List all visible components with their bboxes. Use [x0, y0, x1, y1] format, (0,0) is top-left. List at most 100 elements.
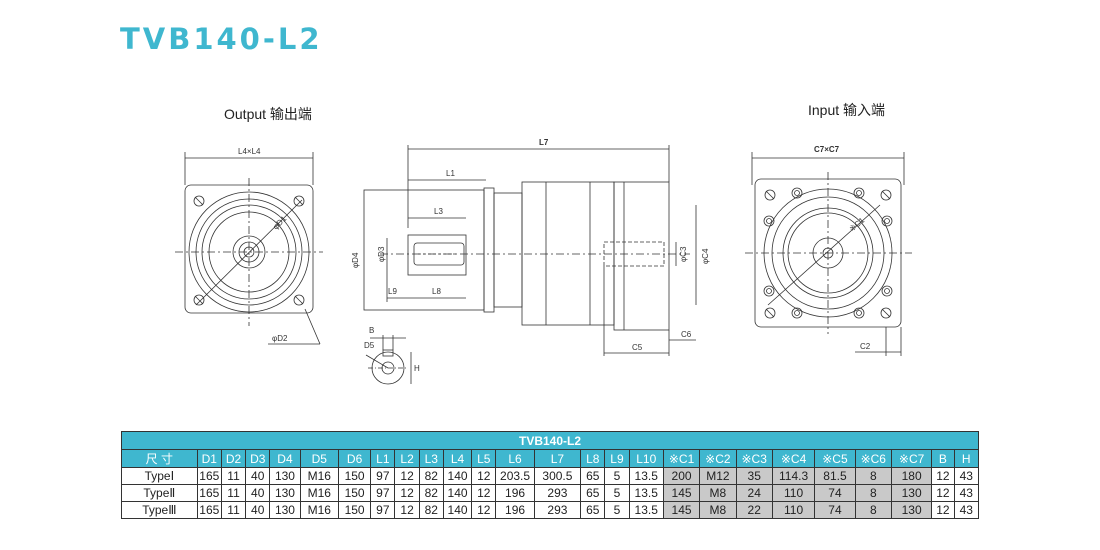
dim-l4xl4: L4×L4: [238, 147, 261, 156]
table-cell: 24: [735, 484, 773, 502]
table-cell: 11: [220, 501, 247, 519]
table-cell: 130: [890, 501, 933, 519]
table-header-cell: ※C2: [699, 449, 737, 468]
table-cell: 43: [953, 484, 980, 502]
dim-d1: φD1: [271, 214, 289, 232]
table-cell: 165: [196, 467, 222, 485]
table-cell: 13.5: [628, 501, 664, 519]
table-cell: 140: [442, 467, 473, 485]
table-cell: M12: [699, 467, 737, 485]
table-cell: 74: [814, 484, 856, 502]
table-cell: 180: [890, 467, 933, 485]
dim-c2: C2: [860, 342, 871, 351]
table-cell: 130: [269, 501, 301, 519]
table-cell: M8: [699, 501, 737, 519]
table-cell: 130: [890, 484, 933, 502]
table-header-cell: L4: [442, 449, 473, 468]
table-cell: 40: [245, 484, 271, 502]
table-title: TVB140-L2: [121, 431, 979, 450]
dim-l9: L9: [388, 287, 397, 296]
table-header-cell: D6: [337, 449, 372, 468]
table-cell: 165: [196, 501, 222, 519]
table-cell: 150: [337, 484, 372, 502]
technical-drawing: L4×L4 φD1 φD2 L7 L1 L3 L9 L8 φD4 φD3 φC3…: [175, 138, 912, 385]
table-header-cell: D1: [196, 449, 222, 468]
table-cell: 97: [370, 501, 396, 519]
table-cell: 130: [269, 484, 301, 502]
table-cell: 8: [854, 467, 892, 485]
table-cell: 81.5: [814, 467, 856, 485]
dim-d2: φD2: [272, 334, 288, 343]
table-header-cell: ※C7: [890, 449, 933, 468]
dim-l1: L1: [446, 169, 455, 178]
table-cell: 43: [953, 467, 980, 485]
output-view-label: Output 输出端: [224, 106, 312, 122]
table-header-cell: ※C5: [814, 449, 856, 468]
table-cell: 22: [735, 501, 773, 519]
table-cell: 293: [533, 484, 582, 502]
table-cell: 13.5: [628, 467, 664, 485]
table-cell: 13.5: [628, 484, 664, 502]
table-cell: 165: [196, 484, 222, 502]
table-cell: 35: [735, 467, 773, 485]
output-flange-view: [175, 152, 323, 345]
dim-b: B: [369, 326, 374, 335]
table-header-cell: D2: [220, 449, 247, 468]
table-header-cell: ※C4: [771, 449, 816, 468]
table-header-cell: L3: [418, 449, 444, 468]
dim-c1: ※C1: [848, 215, 867, 233]
input-flange-view: [745, 152, 912, 356]
table-cell: 8: [854, 484, 892, 502]
table-header-cell: ※C6: [854, 449, 892, 468]
table-header-cell: ※C3: [735, 449, 773, 468]
dim-d4: φD4: [351, 252, 360, 268]
table-header-cell: L8: [580, 449, 606, 468]
dim-c5: C5: [632, 343, 643, 352]
table-cell: M16: [299, 484, 339, 502]
dim-l8: L8: [432, 287, 441, 296]
table-cell: 140: [442, 501, 473, 519]
table-header-cell: ※C1: [662, 449, 701, 468]
table-cell: 12: [471, 467, 497, 485]
table-cell: 145: [662, 501, 701, 519]
table-cell: 150: [337, 467, 372, 485]
dim-l7: L7: [539, 138, 549, 147]
side-view: [363, 145, 697, 356]
dim-d3: φD3: [377, 246, 386, 262]
table-cell: 40: [245, 501, 271, 519]
table-cell: 145: [662, 484, 701, 502]
table-cell: 12: [394, 501, 420, 519]
table-row-label: TypeⅠ: [121, 467, 198, 485]
table-cell: M16: [299, 467, 339, 485]
table-row-label: TypeⅡ: [121, 484, 198, 502]
table-header-cell: H: [953, 449, 980, 468]
table-cell: 5: [604, 501, 630, 519]
table-header-cell: D3: [245, 449, 271, 468]
table-cell: 12: [394, 467, 420, 485]
table-header-cell: L6: [495, 449, 535, 468]
dim-c4: φC4: [701, 248, 710, 264]
table-cell: 12: [931, 484, 955, 502]
table-cell: 12: [471, 484, 497, 502]
table-header-cell: D5: [299, 449, 339, 468]
table-cell: 110: [771, 501, 816, 519]
table-cell: 12: [394, 484, 420, 502]
input-view-label: Input 输入端: [808, 102, 886, 118]
table-row-label: TypeⅢ: [121, 501, 198, 519]
table-cell: 130: [269, 467, 301, 485]
table-cell: 203.5: [495, 467, 535, 485]
shaft-key-section: [365, 335, 412, 385]
table-cell: 293: [533, 501, 582, 519]
table-cell: 140: [442, 484, 473, 502]
table-cell: 114.3: [771, 467, 816, 485]
table-cell: 12: [931, 467, 955, 485]
table-cell: M8: [699, 484, 737, 502]
page-title: TVB140-L2: [120, 22, 323, 56]
table-cell: 300.5: [533, 467, 582, 485]
table-header-cell: L9: [604, 449, 630, 468]
table-cell: 65: [580, 484, 606, 502]
table-cell: 5: [604, 484, 630, 502]
